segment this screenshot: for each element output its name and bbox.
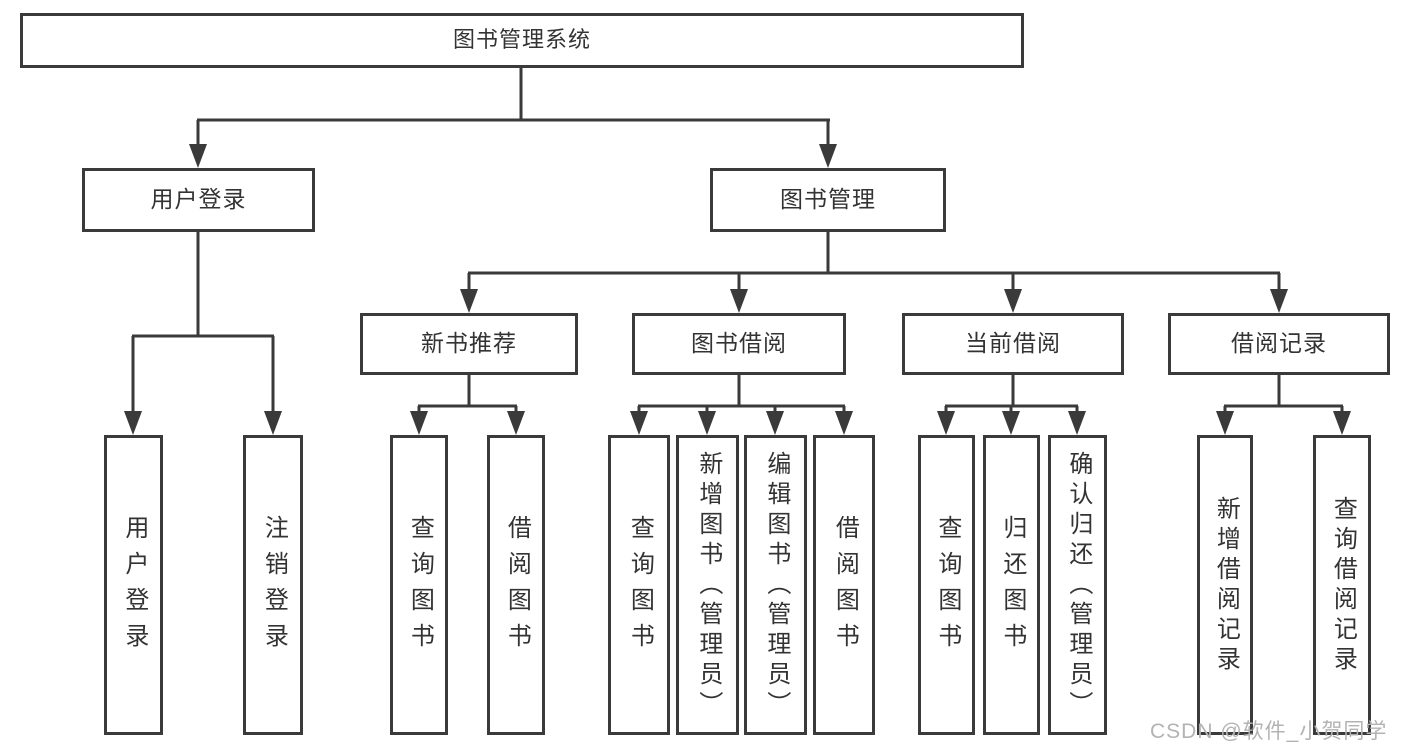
watermark: CSDN @软件_小贺同学 [1150, 720, 1388, 743]
leaf-user-login: 用户登录 [104, 435, 163, 735]
leaf-records-query-record: 查询借阅记录 [1313, 435, 1371, 735]
node-current-borrowing: 当前借阅 [902, 313, 1124, 375]
leaf-borrowing-edit-books-admin: 编辑图书（管理员） [744, 435, 807, 735]
leaf-borrowing-add-books-admin: 新增图书（管理员） [676, 435, 739, 735]
leaf-current-confirm-return-admin: 确认归还（管理员） [1048, 435, 1107, 735]
node-user-login: 用户登录 [82, 168, 315, 232]
leaf-recommend-borrow-books: 借阅图书 [487, 435, 545, 735]
node-book-management: 图书管理 [710, 168, 946, 232]
leaf-records-add-record: 新增借阅记录 [1197, 435, 1253, 735]
leaf-recommend-query-books: 查询图书 [390, 435, 448, 735]
leaf-borrowing-query-books: 查询图书 [608, 435, 670, 735]
node-root: 图书管理系统 [20, 13, 1024, 68]
node-borrowing-records: 借阅记录 [1168, 313, 1390, 375]
leaf-borrowing-borrow-books: 借阅图书 [813, 435, 875, 735]
arrowheads [124, 144, 1351, 435]
leaf-current-return-books: 归还图书 [983, 435, 1040, 735]
node-book-borrowing: 图书借阅 [632, 313, 846, 375]
node-new-book-recommend: 新书推荐 [360, 313, 578, 375]
leaf-current-query-books: 查询图书 [918, 435, 975, 735]
leaf-logout: 注销登录 [243, 435, 303, 735]
